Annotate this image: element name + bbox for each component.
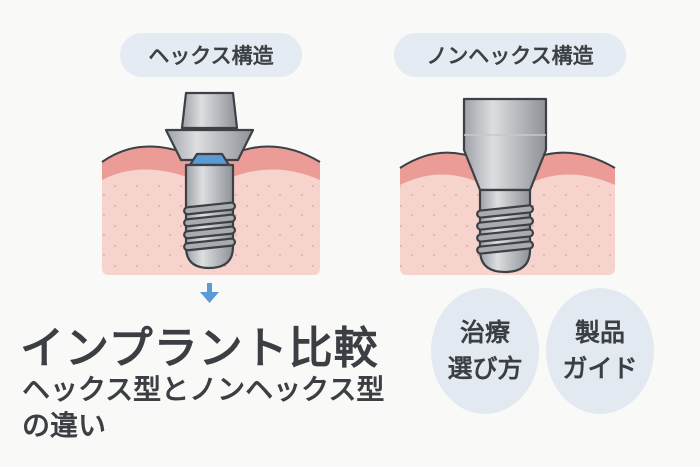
badge-line: 治療	[459, 318, 510, 347]
nonhex-implant	[462, 97, 548, 274]
badge-product-guide: 製品 ガイド	[546, 288, 654, 414]
subtitle-line-2: の違い	[22, 409, 107, 442]
hex-structure-label: ヘックス構造	[120, 33, 302, 77]
subtitle-line-1: ヘックス型とノンヘックス型	[22, 373, 385, 406]
badge-line: 製品	[574, 318, 625, 347]
page-title: インプラント比較	[20, 323, 379, 374]
down-arrow-icon	[200, 283, 219, 303]
badge-line: ガイド	[562, 354, 638, 383]
badge-treatment-choice: 治療 選び方	[431, 288, 539, 414]
hex-implant	[164, 91, 255, 270]
nonhex-structure-label: ノンヘックス構造	[394, 33, 626, 77]
badge-line: 選び方	[447, 354, 523, 383]
